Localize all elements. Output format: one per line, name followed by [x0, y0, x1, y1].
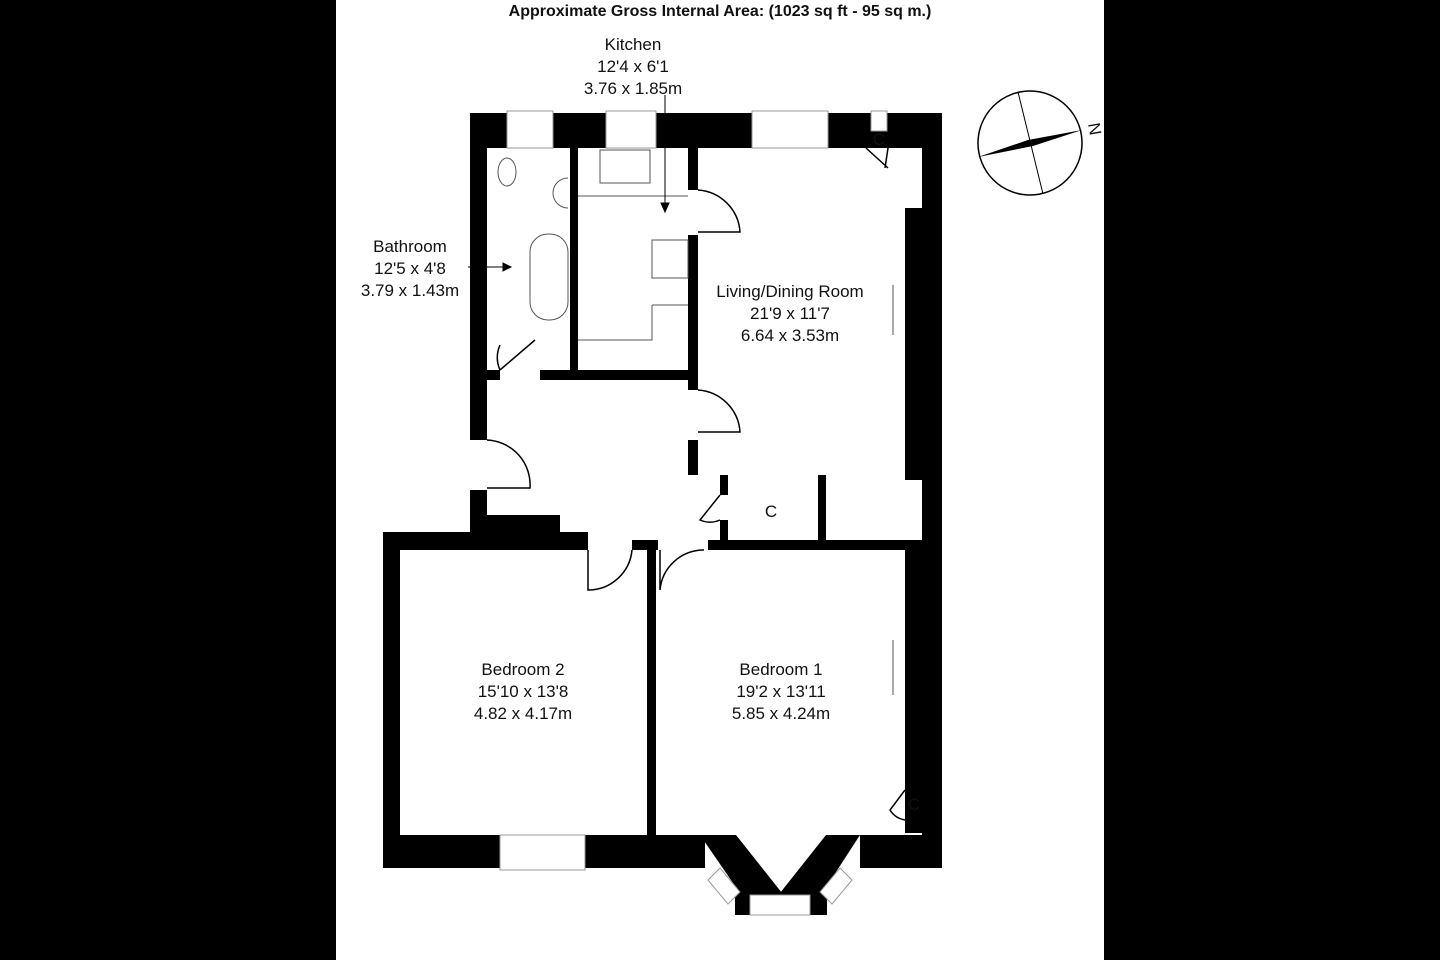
room-size-imperial: 15'10 x 13'8: [477, 682, 569, 701]
cupboard-label: C: [907, 795, 921, 814]
room-size-imperial: 12'5 x 4'8: [374, 259, 446, 278]
walls: [383, 113, 942, 915]
room-name: Living/Dining Room: [716, 282, 864, 301]
arrows: [468, 95, 670, 272]
cupboard-label: C: [764, 502, 778, 521]
room-size-metric: 3.79 x 1.43m: [360, 281, 460, 300]
room-size-metric: 6.64 x 3.53m: [740, 326, 840, 345]
room-size-metric: 3.76 x 1.85m: [583, 79, 683, 98]
fixtures: [497, 149, 894, 695]
room-size-metric: 5.85 x 4.24m: [731, 704, 831, 723]
room-size-metric: 4.82 x 4.17m: [473, 704, 573, 723]
room-label-bathroom: Bathroom 12'5 x 4'8 3.79 x 1.43m: [361, 236, 459, 302]
room-name: Bedroom 1: [739, 660, 823, 679]
room-label-bedroom-1: Bedroom 1 19'2 x 13'11 5.85 x 4.24m: [732, 659, 830, 725]
windows: [499, 110, 888, 916]
room-label-living-dining: Living/Dining Room 21'9 x 11'7 6.64 x 3.…: [716, 281, 863, 347]
cupboard-label: C: [872, 130, 886, 149]
room-size-imperial: 12'4 x 6'1: [597, 57, 669, 76]
room-size-imperial: 19'2 x 13'11: [736, 682, 826, 701]
sink-icon: [599, 149, 651, 184]
basin-icon: [552, 177, 569, 209]
room-size-imperial: 21'9 x 11'7: [750, 304, 830, 323]
compass-icon: [977, 90, 1083, 196]
bathtub-icon: [529, 233, 569, 321]
room-label-kitchen: Kitchen 12'4 x 6'1 3.76 x 1.85m: [584, 34, 682, 100]
toilet-icon: [497, 157, 517, 187]
room-name: Bathroom: [373, 237, 447, 256]
room-label-bedroom-2: Bedroom 2 15'10 x 13'8 4.82 x 4.17m: [474, 659, 572, 725]
gross-area-title: Approximate Gross Internal Area: (1023 s…: [508, 3, 932, 20]
room-name: Kitchen: [604, 35, 662, 54]
doors: [486, 147, 906, 821]
room-name: Bedroom 2: [481, 660, 565, 679]
